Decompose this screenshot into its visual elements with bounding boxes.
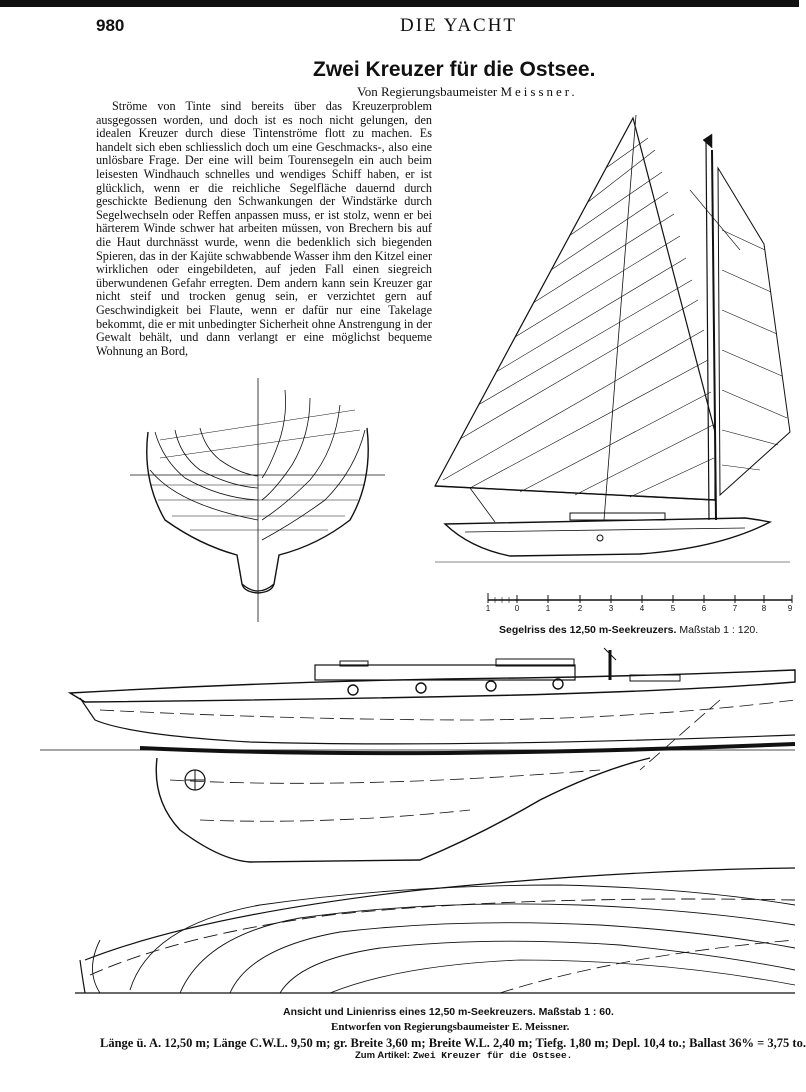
- page-number: 980: [96, 16, 125, 35]
- scale-tick-label: 1: [486, 604, 491, 613]
- designer-credit: Entworfen von Regierungsbaumeister E. Me…: [331, 1021, 570, 1033]
- scale-bar: [487, 593, 793, 603]
- article-title: Zwei Kreuzer für die Ostsee.: [313, 58, 596, 81]
- scale-tick-label: 0: [515, 604, 520, 613]
- article-byline: Von Regierungsbaumeister Meissner.: [357, 84, 578, 100]
- byline-name: Meissner.: [500, 84, 578, 99]
- footnote-reference: Zum Artikel: Zwei Kreuzer für die Ostsee…: [355, 1050, 572, 1061]
- byline-prefix: Von Regierungsbaumeister: [357, 84, 498, 99]
- specifications-line: Länge ü. A. 12,50 m; Länge C.W.L. 9,50 m…: [100, 1036, 806, 1050]
- body-plan-drawing: [130, 378, 385, 622]
- sail-plan-caption: Segelriss des 12,50 m-Seekreuzers. Maßst…: [499, 624, 758, 636]
- lines-scale-text: Maßstab 1 : 60.: [538, 1006, 614, 1018]
- scale-tick-label: 2: [578, 604, 583, 613]
- scale-tick-label: 1: [546, 604, 551, 613]
- scale-tick-label: 6: [702, 604, 707, 613]
- top-border-bar: [0, 0, 799, 7]
- scale-tick-label: 8: [762, 604, 767, 613]
- scale-tick-label: 3: [609, 604, 614, 613]
- profile-drawing: [40, 647, 796, 863]
- lines-plan-caption: Ansicht und Linienriss eines 12,50 m-See…: [283, 1006, 614, 1018]
- scale-bar-labels: 1 0 1 2 3 4 5 6 7 8 9: [486, 604, 793, 613]
- scale-tick-label: 9: [788, 604, 793, 613]
- scale-tick-label: 4: [640, 604, 645, 613]
- footnote-title: Zwei Kreuzer für die Ostsee.: [412, 1050, 573, 1061]
- running-head: DIE YACHT: [400, 15, 518, 36]
- sail-caption-text: Segelriss des 12,50 m-Seekreuzers.: [499, 624, 677, 636]
- lines-plan-drawing: [75, 867, 796, 994]
- lines-caption-text: Ansicht und Linienriss eines 12,50 m-See…: [283, 1006, 536, 1018]
- sail-scale-text: Maßstab 1 : 120.: [679, 624, 759, 636]
- sail-plan-drawing: [434, 114, 791, 563]
- article-body: Ströme von Tinte sind bereits über das K…: [96, 99, 432, 358]
- footnote-label: Zum Artikel:: [355, 1050, 411, 1061]
- scale-tick-label: 5: [671, 604, 676, 613]
- scale-tick-label: 7: [733, 604, 738, 613]
